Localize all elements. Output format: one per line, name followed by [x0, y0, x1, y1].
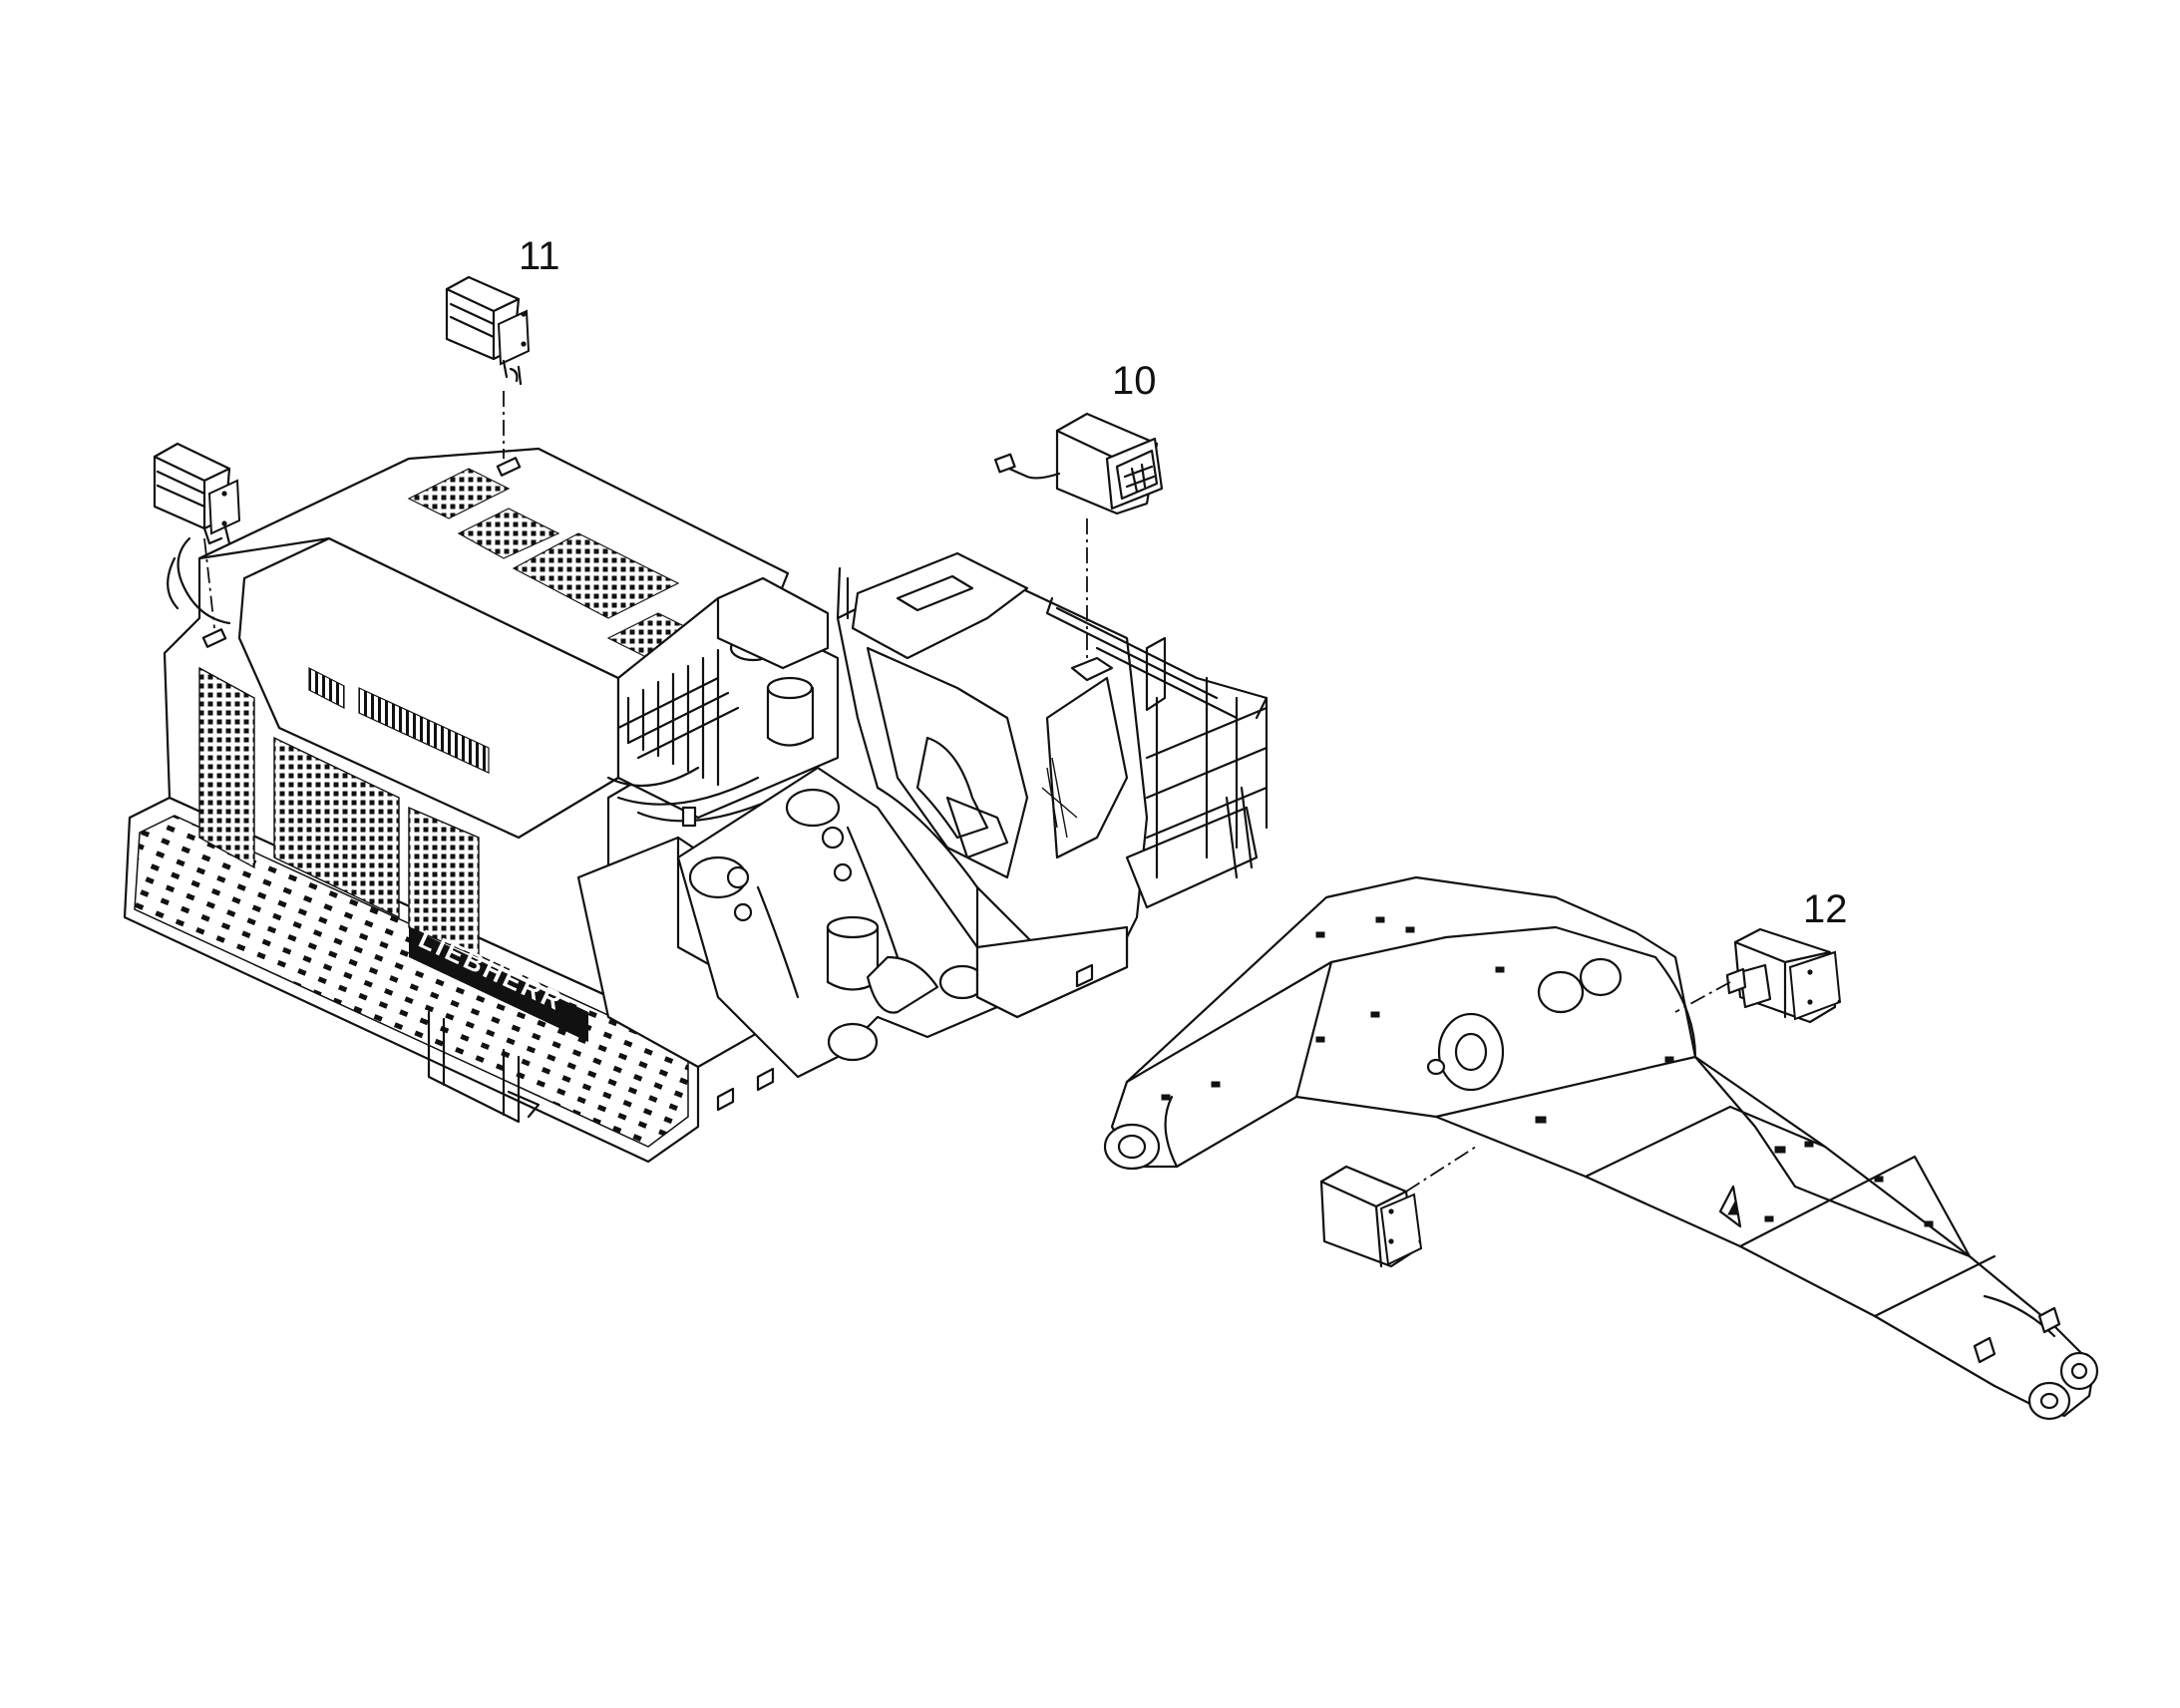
lens [1788, 950, 1842, 1021]
callout-11: 11 [519, 234, 560, 278]
operator-cab [836, 551, 1167, 1019]
walkway-tread [134, 815, 689, 1148]
work-light-icon [1725, 927, 1842, 1024]
leader-12 [1674, 981, 1731, 1013]
excavator-upper-carriage: LIEBHERR [123, 447, 790, 1164]
hydraulic-section [606, 576, 840, 828]
work-light-icon [445, 275, 531, 386]
operator-seat [915, 736, 1009, 859]
side-grille-left [198, 666, 255, 869]
cab-antenna [836, 566, 850, 620]
callout-10: 10 [1112, 359, 1157, 403]
lens [497, 309, 531, 366]
leader-rear [203, 537, 215, 629]
boom [1103, 875, 2099, 1421]
cab-roof-mount [1070, 656, 1114, 682]
lens [207, 479, 241, 535]
access-ladder [427, 1010, 541, 1124]
brand-lettering-band [409, 927, 588, 1042]
light-mount-roof [496, 457, 522, 477]
cab-window-front [1045, 676, 1129, 859]
louvre-vents [308, 667, 490, 774]
side-grille-main [273, 736, 400, 919]
light-mount-rear [201, 628, 227, 648]
roof-grille-2 [457, 508, 560, 559]
cab-roof [851, 551, 1029, 660]
work-light-icon [1319, 1165, 1423, 1268]
work-light-icon [993, 412, 1164, 515]
side-grille-right [408, 806, 480, 959]
leader-boom-lower [1405, 1146, 1477, 1193]
leader-lines [203, 391, 1731, 1193]
boom-marker [1718, 1185, 1742, 1228]
callout-12: 12 [1803, 887, 1848, 931]
cab-window-side [866, 646, 1029, 879]
boom-body [1110, 875, 2096, 1418]
roof-grille-3 [512, 532, 680, 619]
cab-shell [836, 556, 1149, 989]
handrail-platform [1045, 596, 1269, 909]
boom-mount-bracket [676, 766, 999, 1079]
lens [1379, 1193, 1423, 1266]
roof-grille-1 [407, 468, 511, 519]
boom-fasteners [1161, 916, 1934, 1227]
